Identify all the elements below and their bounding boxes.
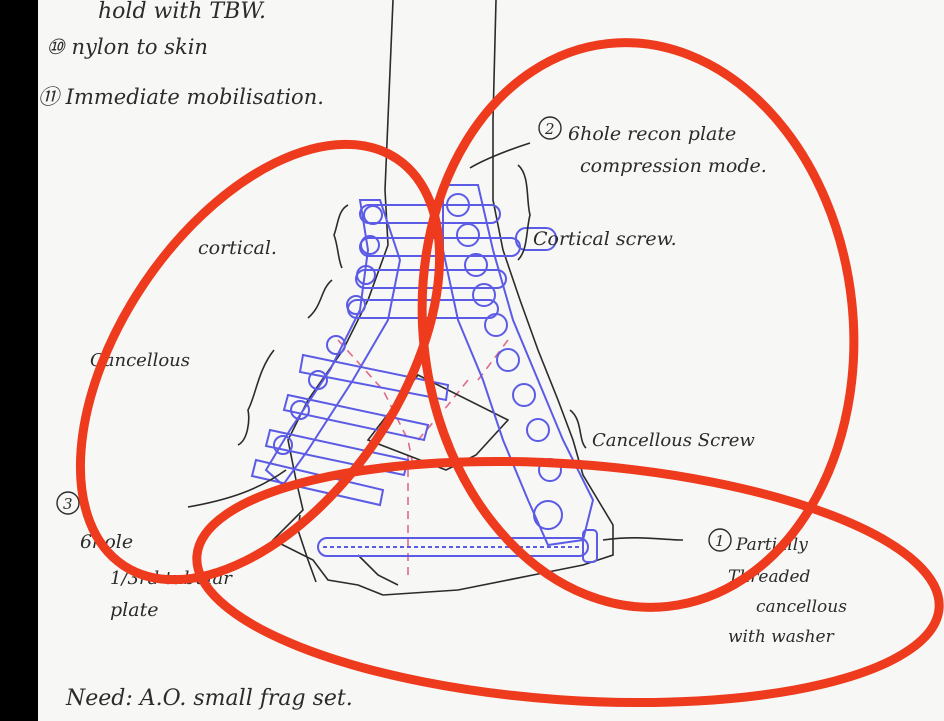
with-washer-label: with washer [728, 627, 835, 647]
note-line-9: hold with TBW. [98, 0, 266, 24]
callout-2-number: 2 [544, 120, 555, 138]
bracket-marks [238, 165, 586, 448]
compression-mode-label: compression mode. [580, 155, 767, 177]
fixation-diagram: hold with TBW. ⑩ nylon to skin ⑪ Immedia… [38, 0, 944, 721]
cancellous-screw-type-label: cancellous [756, 597, 847, 617]
note-line-11: ⑪ Immediate mobilisation. [38, 85, 324, 109]
cortical-label-left: cortical. [198, 237, 277, 259]
callout-3-number: 3 [63, 495, 73, 513]
cancellous-screw-label: Cancellous Screw [592, 430, 755, 451]
callout-1-number: 1 [715, 532, 725, 550]
highlight-ellipse-1 [189, 438, 944, 721]
cortical-screw-label: Cortical screw. [533, 228, 677, 250]
footer-note: Need: A.O. small frag set. [65, 686, 353, 711]
note-line-10: ⑩ nylon to skin [46, 35, 208, 59]
paper-sheet: hold with TBW. ⑩ nylon to skin ⑪ Immedia… [38, 0, 944, 721]
recon-plate-label: 6hole recon plate [568, 123, 736, 145]
plate-label: plate [110, 599, 158, 621]
